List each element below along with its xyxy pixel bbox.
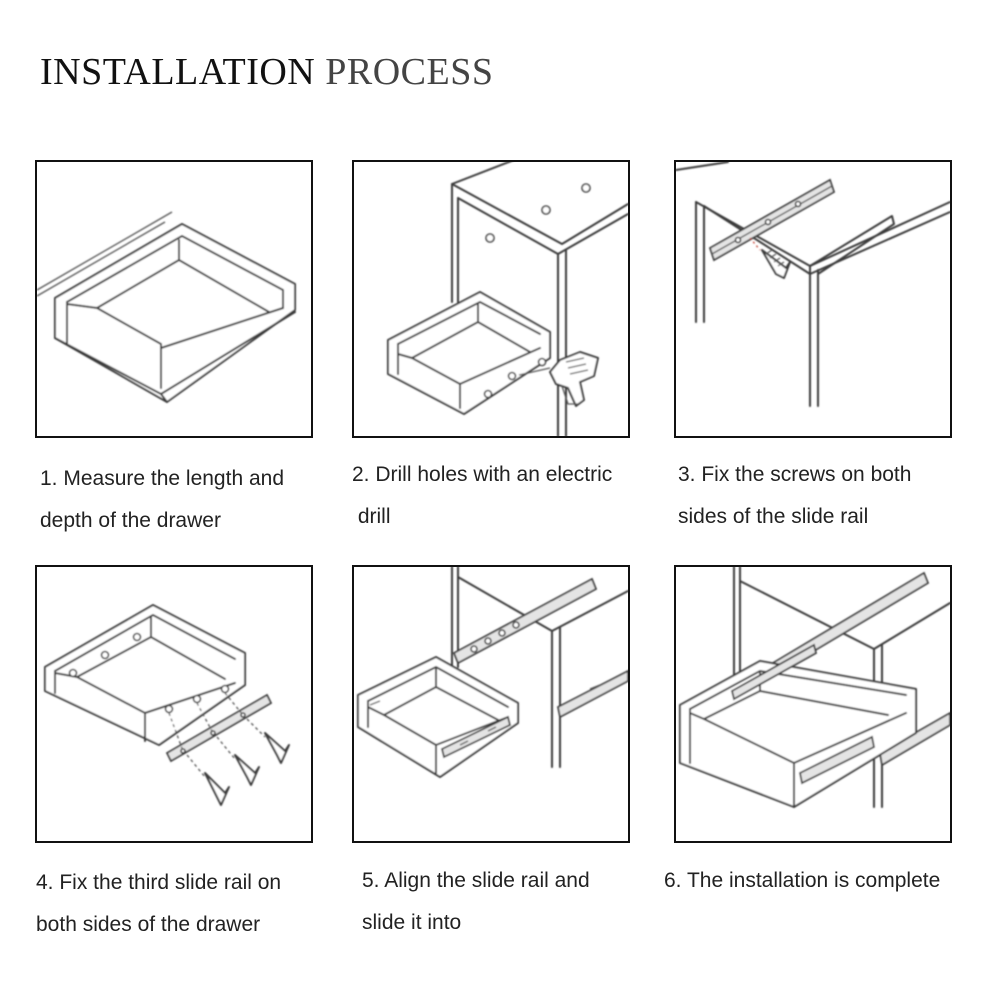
page-title: INSTALLATION PROCESS xyxy=(40,48,494,96)
step-1-caption-line2: depth of the drawer xyxy=(40,509,221,532)
step-6-illustration xyxy=(674,565,952,843)
step-2-illustration xyxy=(352,160,630,438)
step-5-caption: 5. Align the slide rail and slide it int… xyxy=(362,860,682,944)
step-2-caption: 2. Drill holes with an electric drill xyxy=(352,454,672,538)
step-3-caption: 3. Fix the screws on both sides of the s… xyxy=(678,454,998,538)
step-6-caption-line1: 6. The installation is complete xyxy=(664,869,941,892)
drawer-illustration xyxy=(37,211,296,403)
drawer-rail-illustration xyxy=(44,604,290,806)
step-3-caption-line2: sides of the slide rail xyxy=(678,505,869,528)
title-part-process: PROCESS xyxy=(325,51,494,93)
align-rail-illustration xyxy=(357,567,628,778)
step-6-caption: 6. The installation is complete xyxy=(664,860,984,902)
step-2-caption-line1: 2. Drill holes with an electric xyxy=(352,463,613,486)
step-5-illustration xyxy=(352,565,630,843)
step-4-illustration xyxy=(35,565,313,843)
step-4-caption: 4. Fix the third slide rail on both side… xyxy=(36,862,356,946)
step-4-caption-line1: 4. Fix the third slide rail on xyxy=(36,871,282,894)
step-3-illustration xyxy=(674,160,952,438)
step-1-illustration xyxy=(35,160,313,438)
step-4-caption-line2: both sides of the drawer xyxy=(36,913,261,936)
step-5-caption-line2: slide it into xyxy=(362,911,462,934)
step-1-caption-line1: 1. Measure the length and xyxy=(40,467,285,490)
rail-screw-illustration xyxy=(676,162,950,407)
step-3-caption-line1: 3. Fix the screws on both xyxy=(678,463,912,486)
title-part-installation: INSTALLATION xyxy=(40,51,326,93)
installed-drawer-illustration xyxy=(679,567,950,808)
step-5-caption-line1: 5. Align the slide rail and xyxy=(362,869,590,892)
step-1-caption: 1. Measure the length and depth of the d… xyxy=(40,458,360,542)
step-2-caption-line2: drill xyxy=(352,505,391,528)
drill-illustration xyxy=(387,162,628,436)
